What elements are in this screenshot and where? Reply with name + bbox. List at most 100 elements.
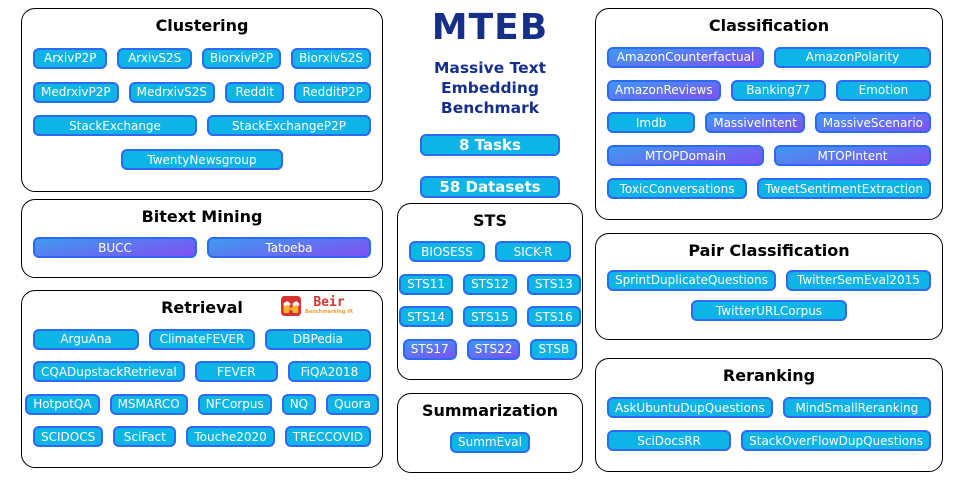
benchmark-subtitle-line1: Massive Text (433, 58, 547, 77)
reranking-panel: Reranking AskUbuntuDupQuestions MindSmall… (595, 358, 943, 472)
bitext-mining-title: Bitext Mining (141, 207, 263, 226)
sts-title: STS (473, 211, 507, 230)
dataset-chip-cqadupstackretrieval: CQADupstackRetrieval (33, 361, 185, 383)
dataset-chip-row: STS11 STS12 STS13 (399, 273, 581, 295)
dataset-chip-sts11: STS11 (399, 273, 454, 295)
dataset-chip-stackexchange: StackExchange (33, 115, 197, 137)
dataset-chip-row: AskUbuntuDupQuestions MindSmallReranking (607, 397, 931, 418)
dataset-chip-biorxivs2s: BiorxivS2S (291, 47, 372, 69)
reranking-title: Reranking (722, 366, 816, 385)
dataset-chip-sprintduplicatequestions: SprintDuplicateQuestions (607, 269, 776, 291)
dataset-chip-scidocsrr: SciDocsRR (607, 430, 732, 451)
dataset-chip-mtopintent: MTOPIntent (774, 145, 931, 167)
dataset-chip-stackoverflowdupquestions: StackOverFlowDupQuestions (741, 430, 931, 451)
benchmark-subtitle: Massive Text Embedding Benchmark (392, 58, 588, 118)
dataset-chip-row: SciDocsRR StackOverFlowDupQuestions (607, 430, 931, 451)
dataset-chip-reddit: Reddit (224, 81, 285, 103)
dataset-chip-twittersemeval2015: TwitterSemEval2015 (785, 269, 931, 291)
tasks-badge: 8 Tasks (420, 134, 560, 157)
pair-classification-panel: Pair Classification SprintDuplicateQuest… (595, 233, 943, 340)
dataset-chip-sts13: STS13 (526, 273, 581, 295)
dataset-chip-fiqa2018: FiQA2018 (287, 361, 371, 383)
dataset-chip-amazonreviews: AmazonReviews (607, 79, 721, 101)
dataset-chip-biosess: BIOSESS (409, 241, 485, 263)
dataset-chip-fever: FEVER (194, 361, 278, 383)
dataset-chip-sick-r: SICK-R (495, 241, 571, 263)
beir-wordmark: Beir (313, 295, 345, 310)
dataset-chip-stsb: STSB (530, 338, 578, 360)
dataset-chip-arguana: ArguAna (33, 328, 139, 350)
bitext-mining-rows: BUCC Tatoeba (33, 226, 371, 269)
dataset-chip-row: BIOSESS SICK-R (409, 241, 571, 263)
dataset-chip-bucc: BUCC (33, 237, 197, 258)
retrieval-title-row: Retrieval Beir Benchmarki (33, 296, 371, 317)
beir-tagline: Benchmarking IR (305, 309, 353, 315)
summarization-title: Summarization (421, 401, 559, 420)
benchmark-title: MTEB (431, 7, 549, 48)
dataset-chip-row: CQADupstackRetrieval FEVER FiQA2018 (33, 361, 371, 383)
dataset-chip-row: SprintDuplicateQuestions TwitterSemEval20… (607, 269, 931, 291)
beir-logo: Beir Benchmarking IR (281, 296, 353, 316)
dataset-chip-sts17: STS17 (402, 338, 457, 360)
dataset-chip-tatoeba: Tatoeba (207, 237, 371, 258)
bitext-mining-panel: Bitext Mining BUCC Tatoeba (21, 199, 383, 278)
dataset-chip-twitterurlcorpus: TwitterURLCorpus (691, 300, 847, 322)
dataset-chip-row: TwitterURLCorpus (607, 300, 931, 322)
dataset-chip-tweetsentimentextraction: TweetSentimentExtraction (757, 178, 931, 200)
dataset-chip-banking77: Banking77 (730, 79, 826, 101)
dataset-chip-hotpotqa: HotpotQA (25, 393, 100, 415)
datasets-badge: 58 Datasets (420, 176, 560, 199)
dataset-chip-nfcorpus: NFCorpus (197, 393, 272, 415)
dataset-chip-row: MTOPDomain MTOPIntent (607, 145, 931, 167)
dataset-chip-sts16: STS16 (526, 306, 581, 328)
dataset-chip-askubuntudupquestions: AskUbuntuDupQuestions (607, 397, 773, 418)
dataset-chip-scidocs: SCIDOCS (33, 426, 104, 448)
dataset-chip-row: MedrxivP2P MedrxivS2S Reddit RedditP2P (33, 81, 371, 103)
dataset-chip-twentynewsgroup: TwentyNewsgroup (120, 149, 284, 171)
dataset-chip-nq: NQ (281, 393, 317, 415)
pair-classification-rows: SprintDuplicateQuestions TwitterSemEval20… (607, 260, 931, 331)
dataset-chip-biorxivp2p: BiorxivP2P (201, 47, 282, 69)
dataset-chip-scifact: SciFact (113, 426, 177, 448)
dataset-chip-massiveintent: MassiveIntent (705, 112, 805, 134)
dataset-chip-redditp2p: RedditP2P (294, 81, 371, 103)
dataset-chip-mtopdomain: MTOPDomain (607, 145, 764, 167)
retrieval-title: Retrieval (161, 298, 243, 317)
dataset-chip-medrxivp2p: MedrxivP2P (33, 81, 119, 103)
dataset-chip-medrxivs2s: MedrxivS2S (128, 81, 215, 103)
dataset-chip-sts15: STS15 (463, 306, 517, 328)
beer-mugs-icon (281, 296, 302, 316)
dataset-chip-mindsmallreranking: MindSmallReranking (782, 397, 931, 418)
dataset-chip-row: TwentyNewsgroup (33, 149, 371, 171)
dataset-chip-summeval: SummEval (450, 431, 530, 453)
dataset-chip-row: SummEval (409, 431, 571, 453)
dataset-chip-amazoncounterfactual: AmazonCounterfactual (607, 46, 764, 68)
dataset-chip-sts12: STS12 (463, 273, 517, 295)
dataset-chip-amazonpolarity: AmazonPolarity (774, 46, 931, 68)
dataset-chip-emotion: Emotion (835, 79, 932, 101)
retrieval-panel: Retrieval Beir Benchmarki (21, 290, 383, 468)
dataset-chip-treccovid: TRECCOVID (284, 426, 371, 448)
beir-wordmark-wrap: Beir Benchmarking IR (305, 296, 353, 316)
dataset-chip-row: AmazonCounterfactual AmazonPolarity (607, 46, 931, 68)
benchmark-subtitle-line2: Embedding Benchmark (440, 78, 540, 117)
dataset-chip-row: AmazonReviews Banking77 Emotion (607, 79, 932, 101)
dataset-chip-stackexchangep2p: StackExchangeP2P (207, 115, 371, 137)
summarization-rows: SummEval (409, 420, 571, 464)
summarization-panel: Summarization SummEval (397, 393, 583, 473)
